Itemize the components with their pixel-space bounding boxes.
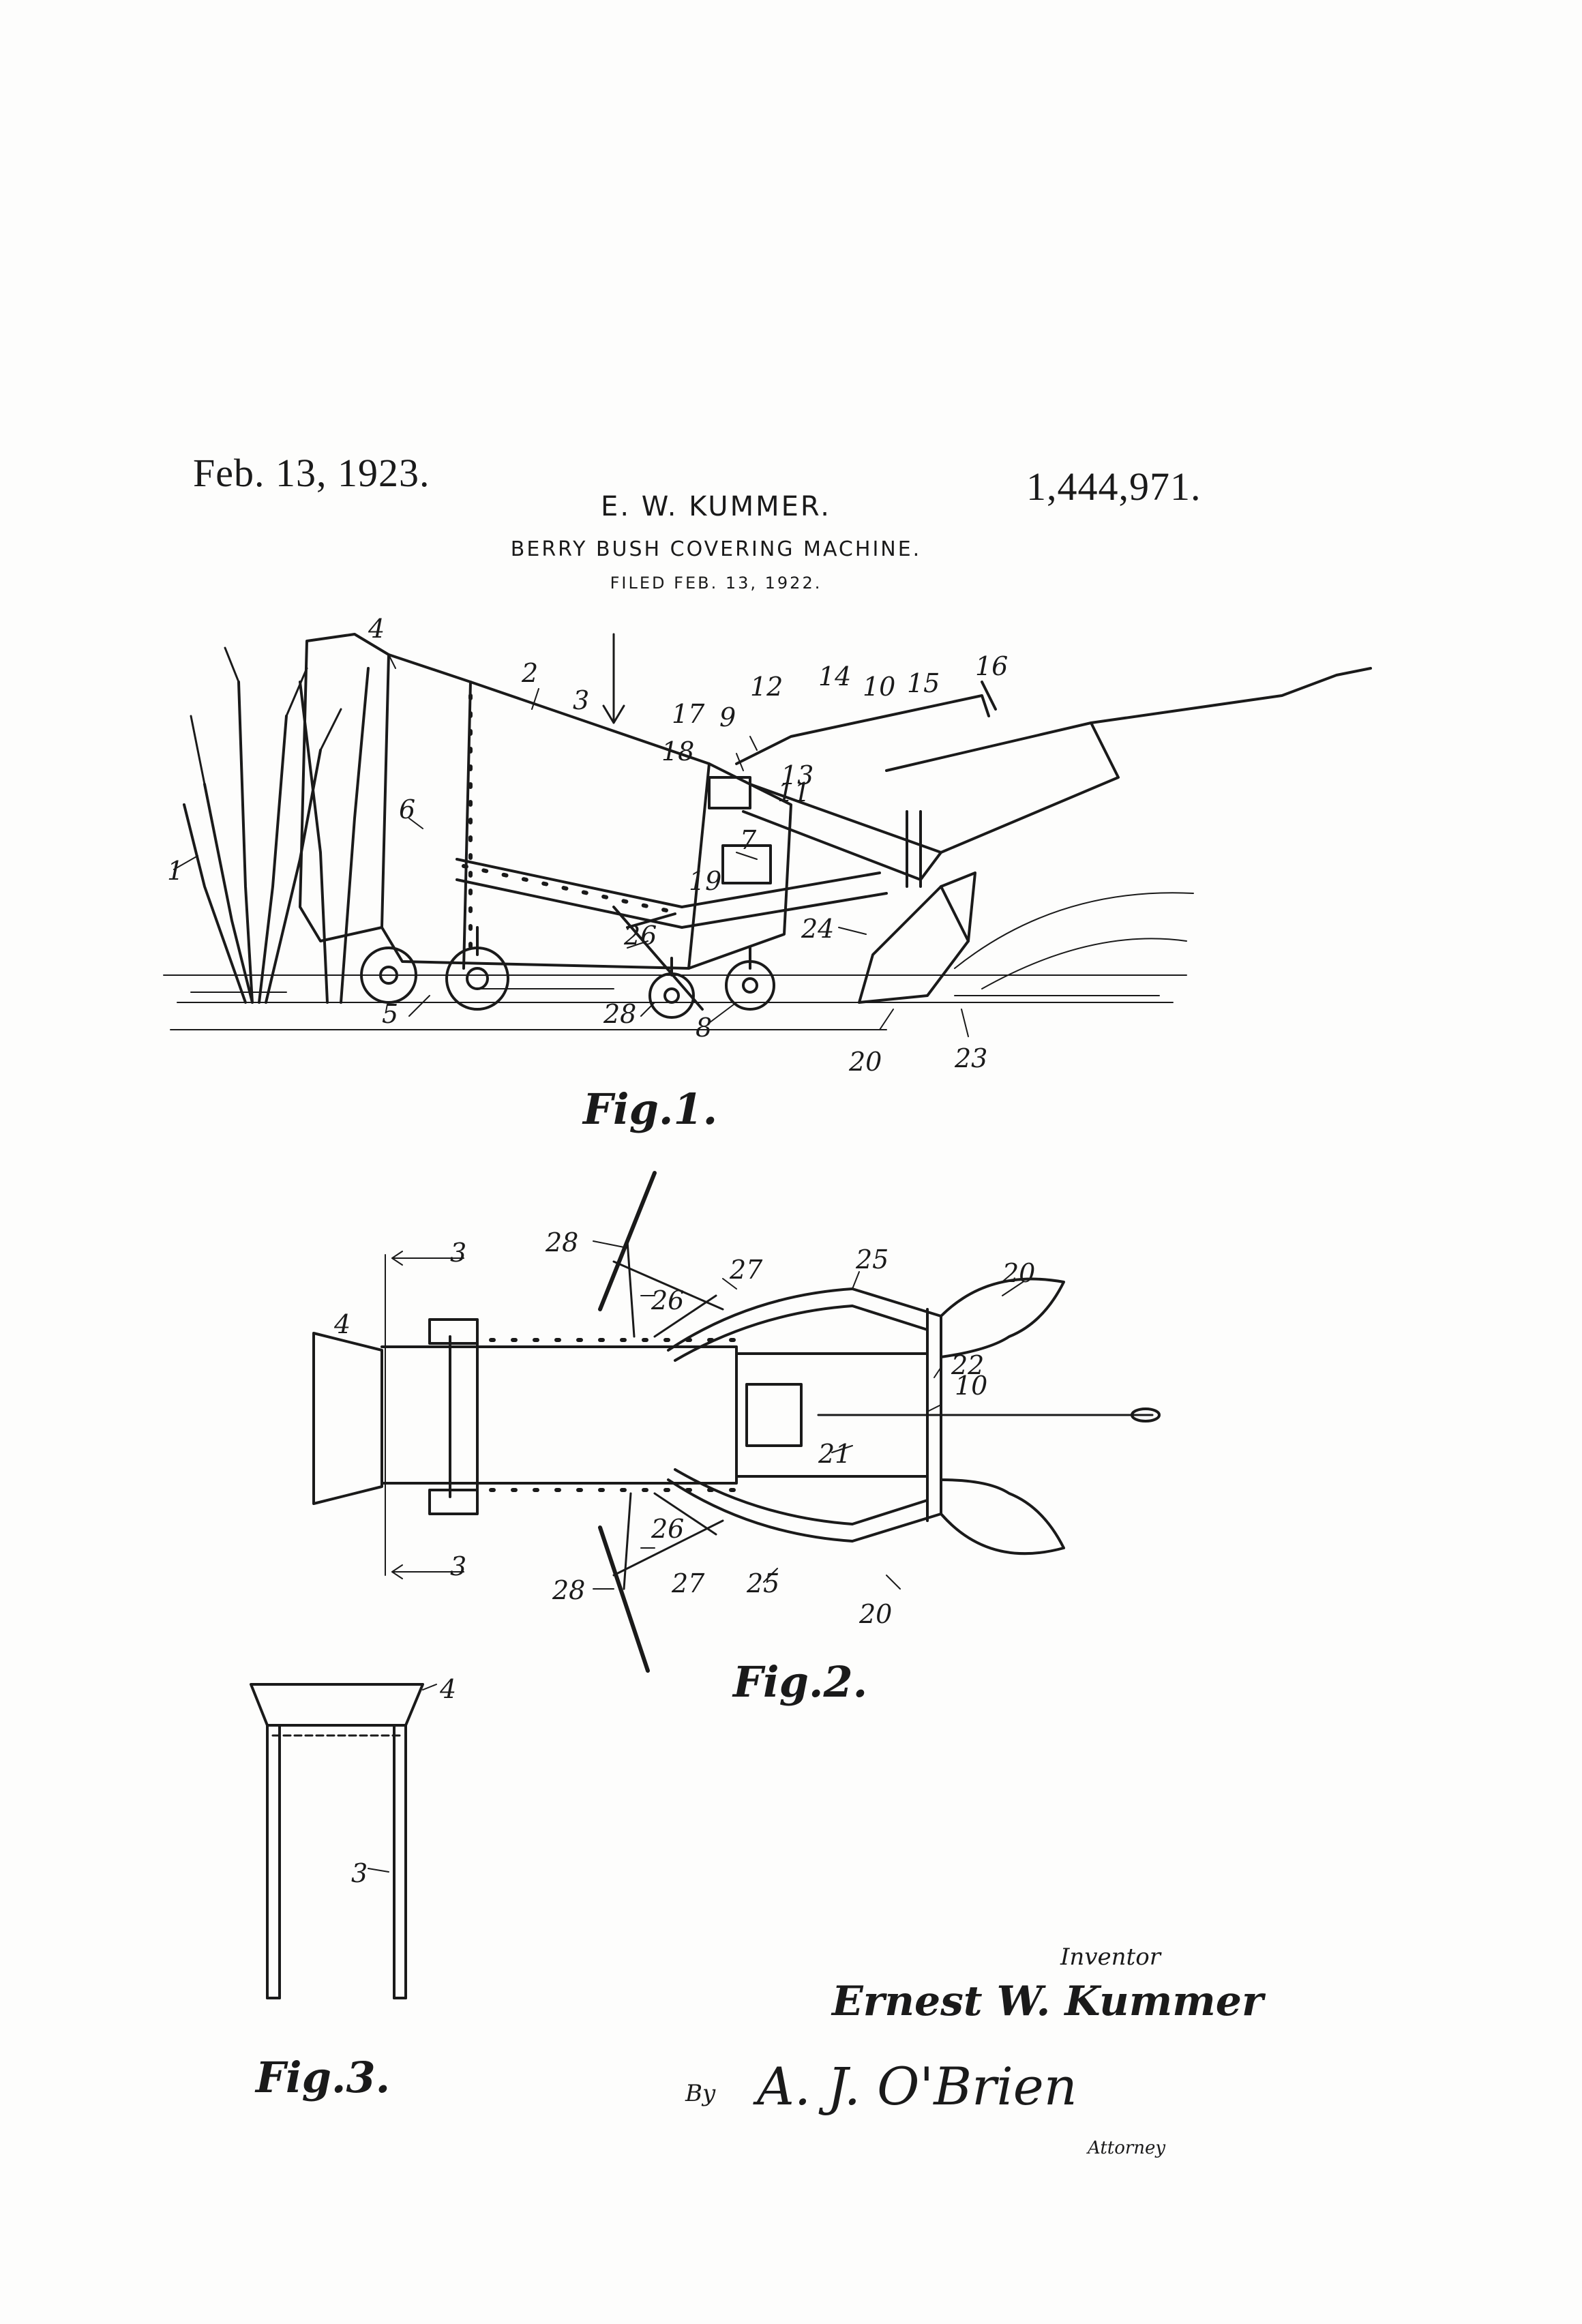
fig1-ref: 3	[573, 685, 589, 715]
fig1-drawing	[163, 633, 1372, 1037]
fig2-ref: 20	[859, 1599, 892, 1629]
invention-title: BERRY BUSH COVERING MACHINE.	[510, 537, 922, 561]
fig3-ref: 3	[351, 1858, 368, 1888]
fig1-ref: 16	[975, 651, 1008, 681]
fig2-ref: 25	[746, 1568, 779, 1598]
fig2-ref: 20	[1002, 1258, 1035, 1288]
inventor-name: E. W. KUMMER.	[601, 491, 831, 522]
fig2-drawing	[312, 1171, 1161, 1673]
fig1-ref: 5	[382, 999, 398, 1029]
fig2-reference-numerals: 3 3 4 10 20 20 21 22 25 25 26 26 27 27 2…	[333, 1227, 1035, 1629]
fig1-ref: 24	[801, 914, 834, 944]
fig1-ref: 17	[672, 699, 705, 729]
fig1-ref: 18	[661, 736, 694, 766]
fig2-ref: 28	[552, 1575, 585, 1605]
fig2-ref: 22	[951, 1350, 984, 1380]
fig2-ref: 25	[855, 1245, 889, 1275]
fig1-ref: 6	[399, 794, 415, 824]
patent-date: Feb. 13, 1923.	[193, 451, 430, 495]
filed-date: FILED FEB. 13, 1922.	[610, 573, 822, 593]
patent-number: 1,444,971.	[1026, 464, 1202, 509]
fig2-ref: 26	[651, 1514, 684, 1544]
fig1-ref: 13	[781, 760, 814, 790]
fig1-ref: 10	[863, 672, 895, 702]
fig3-reference-numerals: 3 4	[351, 1674, 456, 1888]
fig2-ref: 26	[651, 1285, 684, 1315]
fig2-ref: 21	[818, 1439, 851, 1469]
fig2-ref: 28	[545, 1227, 578, 1257]
attorney-signature: A. J. O'Brien	[757, 2056, 1077, 2117]
fig1-ref: 23	[954, 1043, 987, 1073]
fig1-ref: 19	[689, 866, 721, 896]
fig1-ref: 15	[907, 668, 940, 698]
fig1-ref: 14	[818, 661, 851, 691]
fig1-ref: 11	[777, 777, 810, 807]
fig3-caption: Fig.3.	[256, 2053, 391, 2102]
inventor-label: Inventor	[1060, 1943, 1161, 1971]
fig1-ref: 26	[623, 921, 657, 951]
fig1-ref: 12	[750, 672, 783, 702]
fig2-caption: Fig.2.	[733, 1657, 868, 1707]
fig2-ref: 4	[333, 1309, 350, 1339]
fig3-drawing	[250, 1683, 437, 1999]
fig1-reference-numerals: 1 2 3 4 5 6 7 8 9 10 11 12 13 14 15 16 1…	[167, 614, 1008, 1077]
fig1-ref: 28	[603, 999, 636, 1029]
fig2-ref: 3	[450, 1238, 466, 1268]
fig1-caption: Fig.1.	[583, 1084, 718, 1134]
fig3-ref: 4	[439, 1674, 456, 1704]
fig2-ref: 27	[671, 1568, 705, 1598]
fig2-ref: 10	[955, 1371, 987, 1401]
fig2-ref: 27	[729, 1255, 763, 1285]
fig1-ref: 2	[521, 658, 538, 688]
fig1-ref: 1	[167, 856, 183, 886]
inventor-signature: Ernest W. Kummer	[832, 1978, 1264, 2025]
fig1-ref: 7	[740, 825, 757, 855]
attorney-label: Attorney	[1088, 2138, 1166, 2158]
fig2-ref: 3	[450, 1551, 466, 1581]
fig1-ref: 4	[368, 614, 385, 644]
fig1-ref: 8	[696, 1013, 712, 1043]
by-label: By	[685, 2080, 716, 2107]
fig1-ref: 9	[719, 702, 736, 732]
title-block: E. W. KUMMER. BERRY BUSH COVERING MACHIN…	[477, 491, 955, 593]
fig1-ref: 20	[848, 1047, 882, 1077]
